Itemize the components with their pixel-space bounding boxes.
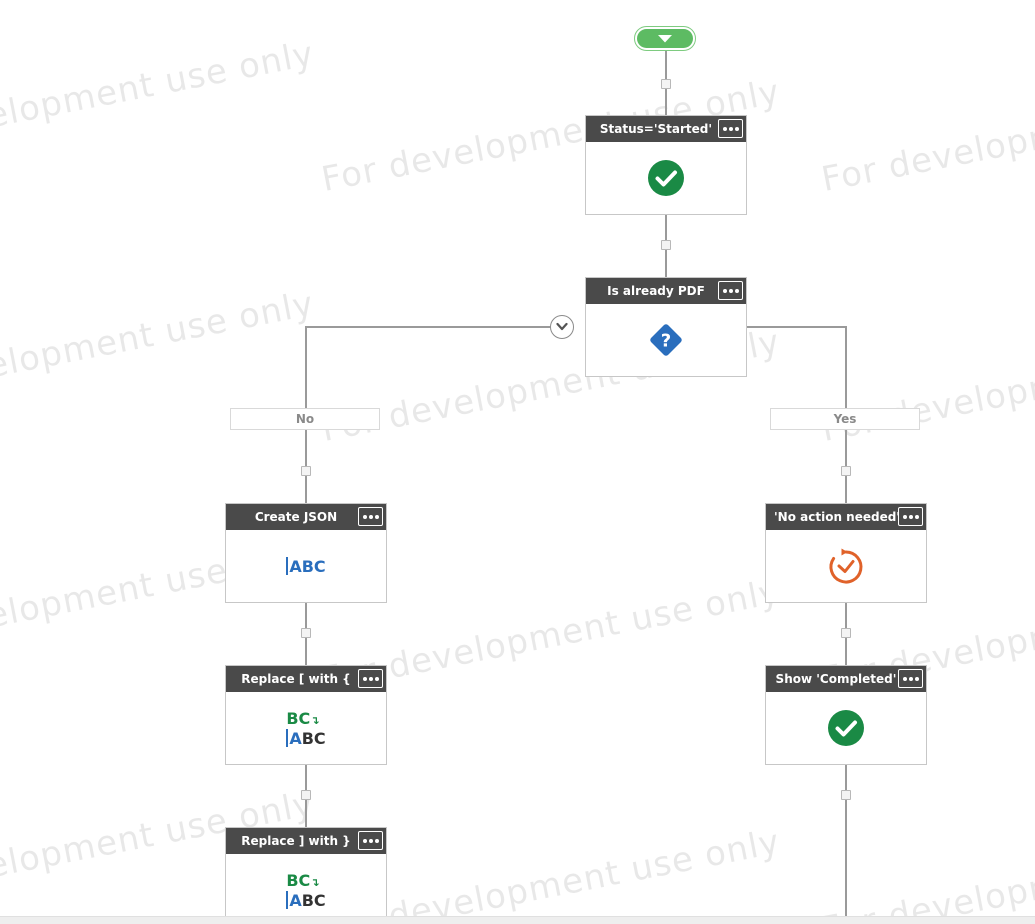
watermark: For development use only	[818, 822, 1035, 924]
drop-connector[interactable]	[301, 628, 311, 638]
dot-icon	[374, 514, 379, 519]
dot-icon	[374, 676, 379, 681]
more-options-button[interactable]	[718, 119, 743, 138]
text-replace-icon: BC↴ ABC	[286, 870, 326, 910]
step-title: Replace ] with }	[241, 834, 351, 848]
drop-connector[interactable]	[841, 790, 851, 800]
step-replace-open-bracket[interactable]: Replace [ with { BC↴ ABC	[225, 665, 387, 765]
dot-icon	[902, 514, 907, 519]
horizontal-scrollbar[interactable]	[0, 916, 1035, 924]
dot-icon	[914, 676, 919, 681]
step-status-started[interactable]: Status='Started'	[585, 115, 747, 215]
drop-connector[interactable]	[661, 79, 671, 89]
more-options-button[interactable]	[358, 831, 383, 850]
check-circle-icon	[648, 160, 684, 196]
watermark: For development use only	[318, 821, 784, 924]
step-replace-close-bracket[interactable]: Replace ] with } BC↴ ABC	[225, 827, 387, 924]
dot-icon	[728, 126, 733, 131]
dot-icon	[728, 288, 733, 293]
more-options-button[interactable]	[898, 507, 923, 526]
icon-text: BC	[286, 708, 311, 728]
drop-connector[interactable]	[661, 240, 671, 250]
drop-connector[interactable]	[301, 790, 311, 800]
drop-connector[interactable]	[841, 466, 851, 476]
branch-label-yes: Yes	[770, 408, 920, 430]
more-options-button[interactable]	[358, 507, 383, 526]
dot-icon	[722, 126, 727, 131]
dot-icon	[722, 288, 727, 293]
dot-icon	[914, 514, 919, 519]
step-header: Replace ] with }	[226, 828, 386, 854]
icon-text: ABC	[289, 557, 326, 576]
step-header: Status='Started'	[586, 116, 746, 142]
svg-text:?: ?	[661, 331, 671, 352]
step-header: Replace [ with {	[226, 666, 386, 692]
step-is-already-pdf[interactable]: Is already PDF ?	[585, 277, 747, 377]
step-header: Create JSON	[226, 504, 386, 530]
watermark: For development use only	[818, 322, 1035, 450]
step-show-completed[interactable]: Show 'Completed'	[765, 665, 927, 765]
dot-icon	[368, 514, 373, 519]
timer-refresh-icon	[829, 548, 863, 584]
dot-icon	[368, 676, 373, 681]
more-options-button[interactable]	[358, 669, 383, 688]
dot-icon	[362, 514, 367, 519]
chevron-down-icon	[658, 34, 672, 42]
drop-connector[interactable]	[301, 466, 311, 476]
flow-line	[305, 326, 550, 328]
dot-icon	[902, 676, 907, 681]
watermark: For development use only	[0, 283, 318, 412]
dot-icon	[368, 838, 373, 843]
dot-icon	[734, 288, 739, 293]
step-create-json[interactable]: Create JSON ABC	[225, 503, 387, 603]
dot-icon	[734, 126, 739, 131]
drop-connector[interactable]	[841, 628, 851, 638]
step-header: Show 'Completed'	[766, 666, 926, 692]
watermark: For development use only	[0, 33, 318, 162]
step-title: Status='Started'	[599, 122, 713, 136]
more-options-button[interactable]	[718, 281, 743, 300]
question-diamond-icon: ?	[650, 324, 682, 356]
more-options-button[interactable]	[898, 669, 923, 688]
flow-line	[845, 763, 847, 923]
text-abc-icon: ABC	[286, 557, 326, 576]
step-title: 'No action needed'	[774, 510, 898, 524]
icon-text: BC	[286, 870, 311, 890]
step-header: Is already PDF	[586, 278, 746, 304]
collapse-branch-button[interactable]	[550, 315, 574, 339]
dot-icon	[362, 838, 367, 843]
branch-label-no: No	[230, 408, 380, 430]
flow-line	[746, 326, 847, 328]
dot-icon	[908, 676, 913, 681]
dot-icon	[908, 514, 913, 519]
step-title: Show 'Completed'	[775, 672, 897, 686]
step-title: Replace [ with {	[241, 672, 351, 686]
dot-icon	[362, 676, 367, 681]
text-replace-icon: BC↴ ABC	[286, 708, 326, 748]
watermark: For development use only	[818, 72, 1035, 200]
step-title: Is already PDF	[607, 284, 705, 298]
step-title: Create JSON	[254, 510, 338, 524]
dot-icon	[374, 838, 379, 843]
chevron-down-icon	[556, 322, 568, 331]
start-button[interactable]	[634, 26, 696, 51]
watermark: For development use only	[318, 571, 784, 700]
step-header: 'No action needed'	[766, 504, 926, 530]
check-circle-icon	[828, 710, 864, 746]
step-no-action-needed[interactable]: 'No action needed'	[765, 503, 927, 603]
